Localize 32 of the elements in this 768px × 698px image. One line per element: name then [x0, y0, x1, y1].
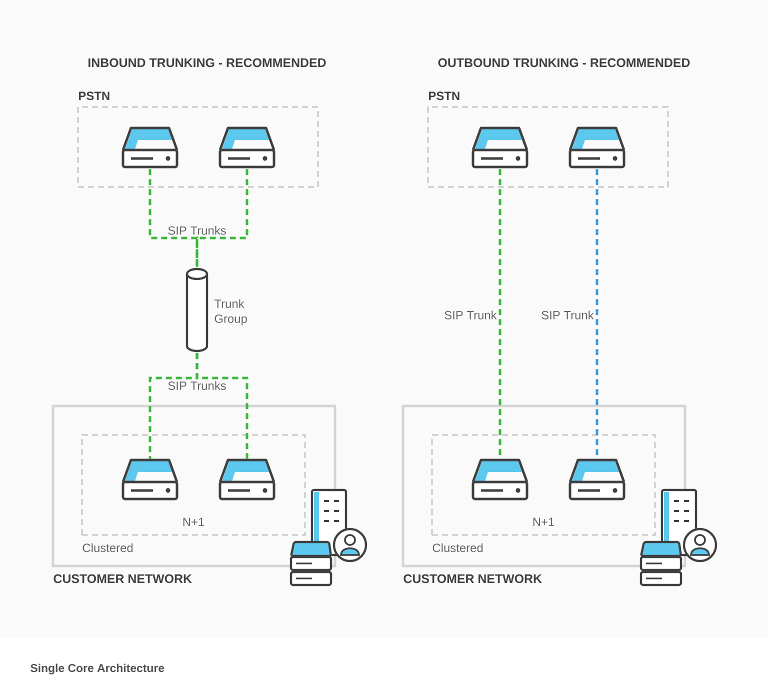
server-icon [218, 126, 276, 168]
pstn-box [427, 92, 669, 188]
trunk-line [196, 353, 248, 459]
server-icon [568, 458, 626, 500]
edge-label: SIP Trunk [542, 310, 594, 320]
panel-title: OUTBOUND TRUNKING - RECOMMENDED [438, 58, 690, 68]
server-icon [122, 458, 178, 500]
edge-label: SIP Trunk [444, 310, 497, 320]
box-label: N+1 [183, 518, 204, 526]
trunk-line [148, 169, 198, 267]
caption: Single Core Architecture [30, 664, 164, 674]
server-icon [568, 126, 626, 168]
group-heading: PSTN [429, 92, 460, 100]
box-label: Clustered [82, 543, 133, 552]
server-icon [218, 458, 276, 500]
group-heading: CUSTOMER NETWORK [404, 574, 542, 584]
cluster-box [81, 434, 306, 552]
group-heading: CUSTOMER NETWORK [54, 574, 192, 584]
server-icon [472, 126, 528, 168]
pstn-box [77, 92, 319, 188]
trunk-line [196, 169, 248, 267]
cylinder-caption: Trunk Group [214, 299, 247, 326]
server-icon [122, 126, 178, 168]
cylinder [186, 268, 208, 352]
server-icon [472, 458, 528, 500]
edge-label: SIP Trunks [168, 381, 226, 390]
panel-title: INBOUND TRUNKING - RECOMMENDED [88, 58, 326, 68]
cluster-box [431, 434, 656, 552]
box-label: N+1 [533, 518, 554, 526]
box-label: Clustered [432, 543, 483, 552]
edge-label: SIP Trunks [168, 226, 226, 235]
group-heading: PSTN [79, 92, 110, 100]
